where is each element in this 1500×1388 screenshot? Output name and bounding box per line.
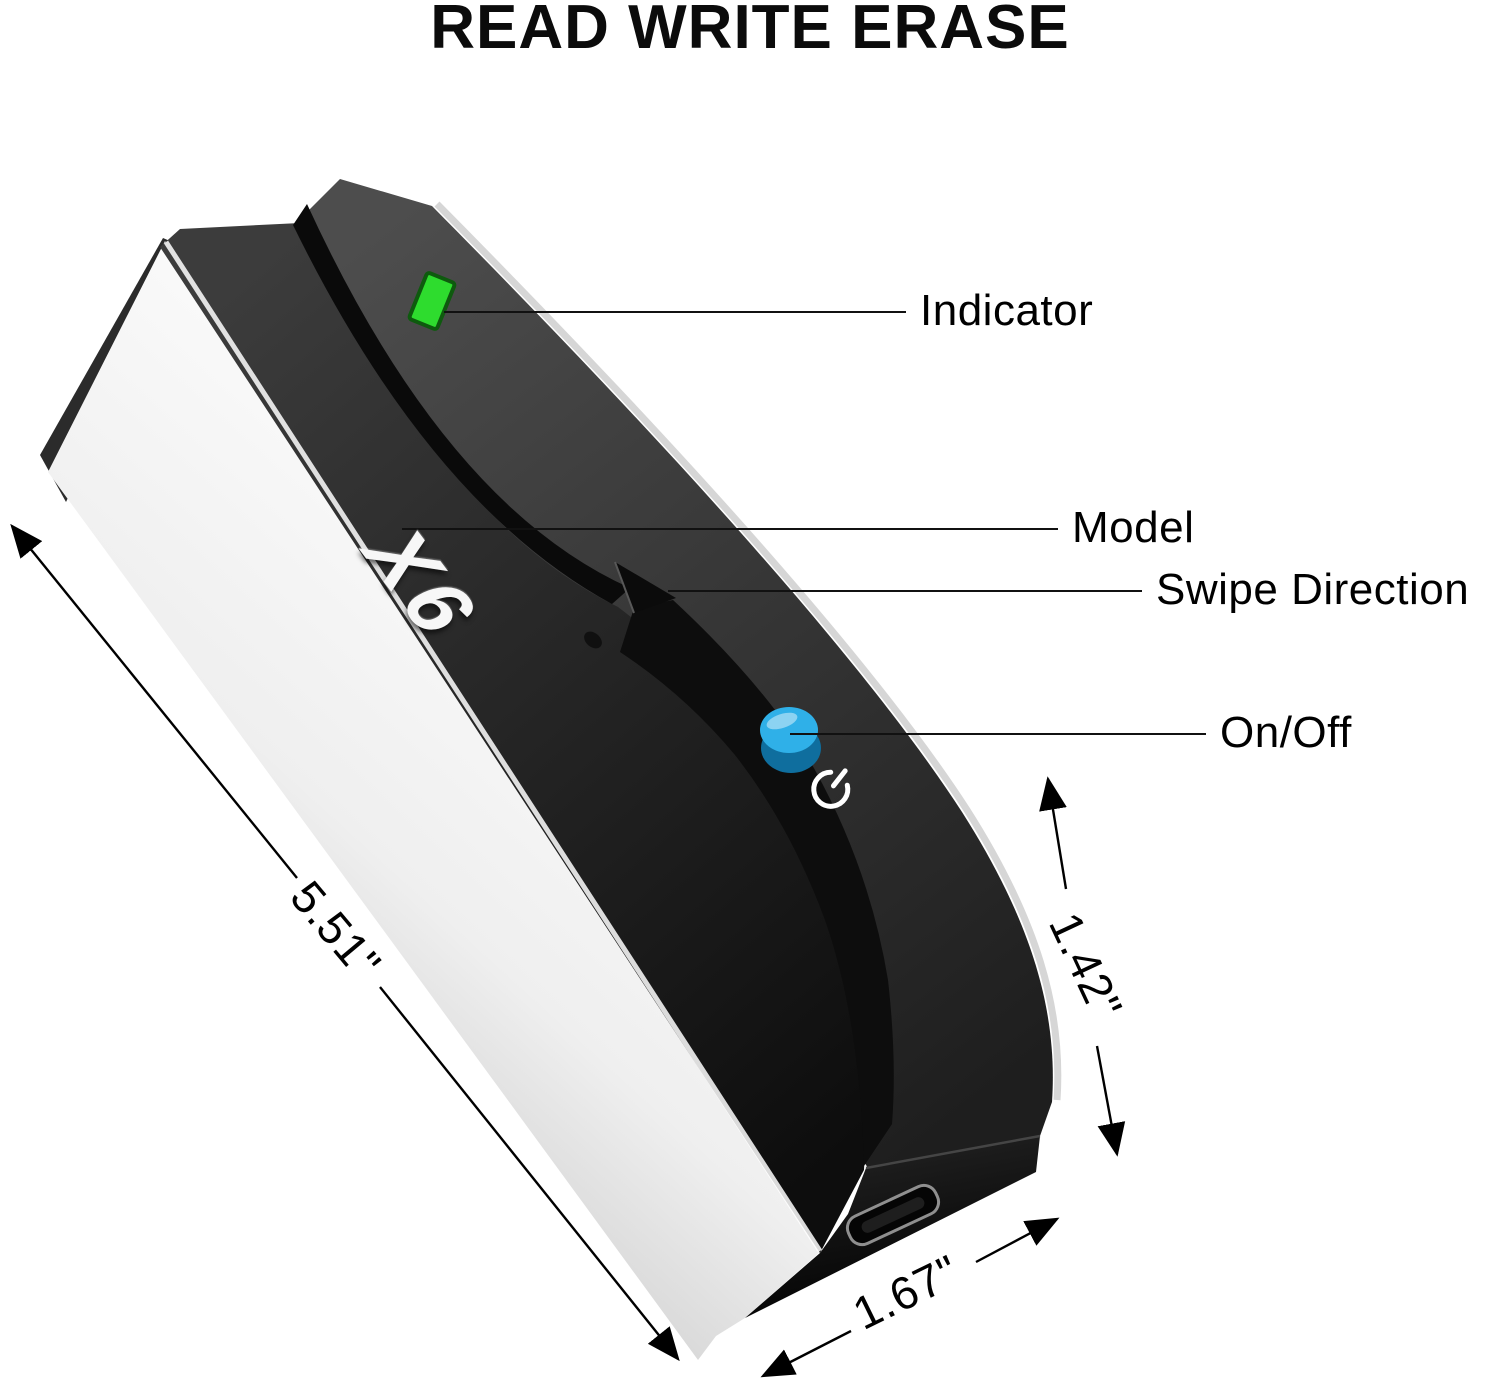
callout-label-power: On/Off xyxy=(1220,708,1352,757)
power-button xyxy=(760,707,821,773)
dimension-line-length-lower xyxy=(379,986,680,1362)
swipe-arrow-edge-highlight xyxy=(614,561,635,614)
front-edge-seam xyxy=(865,1134,1041,1170)
sensor-dot xyxy=(584,631,602,649)
card-slot-opening xyxy=(620,600,894,1166)
callout-label-model: Model xyxy=(1072,503,1195,552)
power-icon xyxy=(811,768,851,809)
silver-side-face xyxy=(48,241,820,1360)
right-edge-highlight xyxy=(434,201,1062,1101)
page-title: READ WRITE ERASE xyxy=(430,0,1070,62)
device xyxy=(40,179,1062,1360)
dimension-line-height-lower xyxy=(1095,1045,1126,1157)
left-rail xyxy=(160,223,866,1253)
usb-port xyxy=(845,1183,941,1247)
led-indicator xyxy=(407,271,457,331)
leader-lines xyxy=(402,311,1206,735)
dimension-lines xyxy=(10,523,1126,1378)
dimension-line-length-upper xyxy=(10,523,298,879)
dimension-line-width-left xyxy=(760,1329,852,1378)
callout-label-indicator: Indicator xyxy=(920,286,1094,335)
dimension-line-width-right xyxy=(975,1217,1060,1264)
dimension-line-height-upper xyxy=(1039,776,1068,890)
rail-edge-highlight xyxy=(163,240,823,1253)
callout-label-swipe-direction: Swipe Direction xyxy=(1156,565,1470,614)
